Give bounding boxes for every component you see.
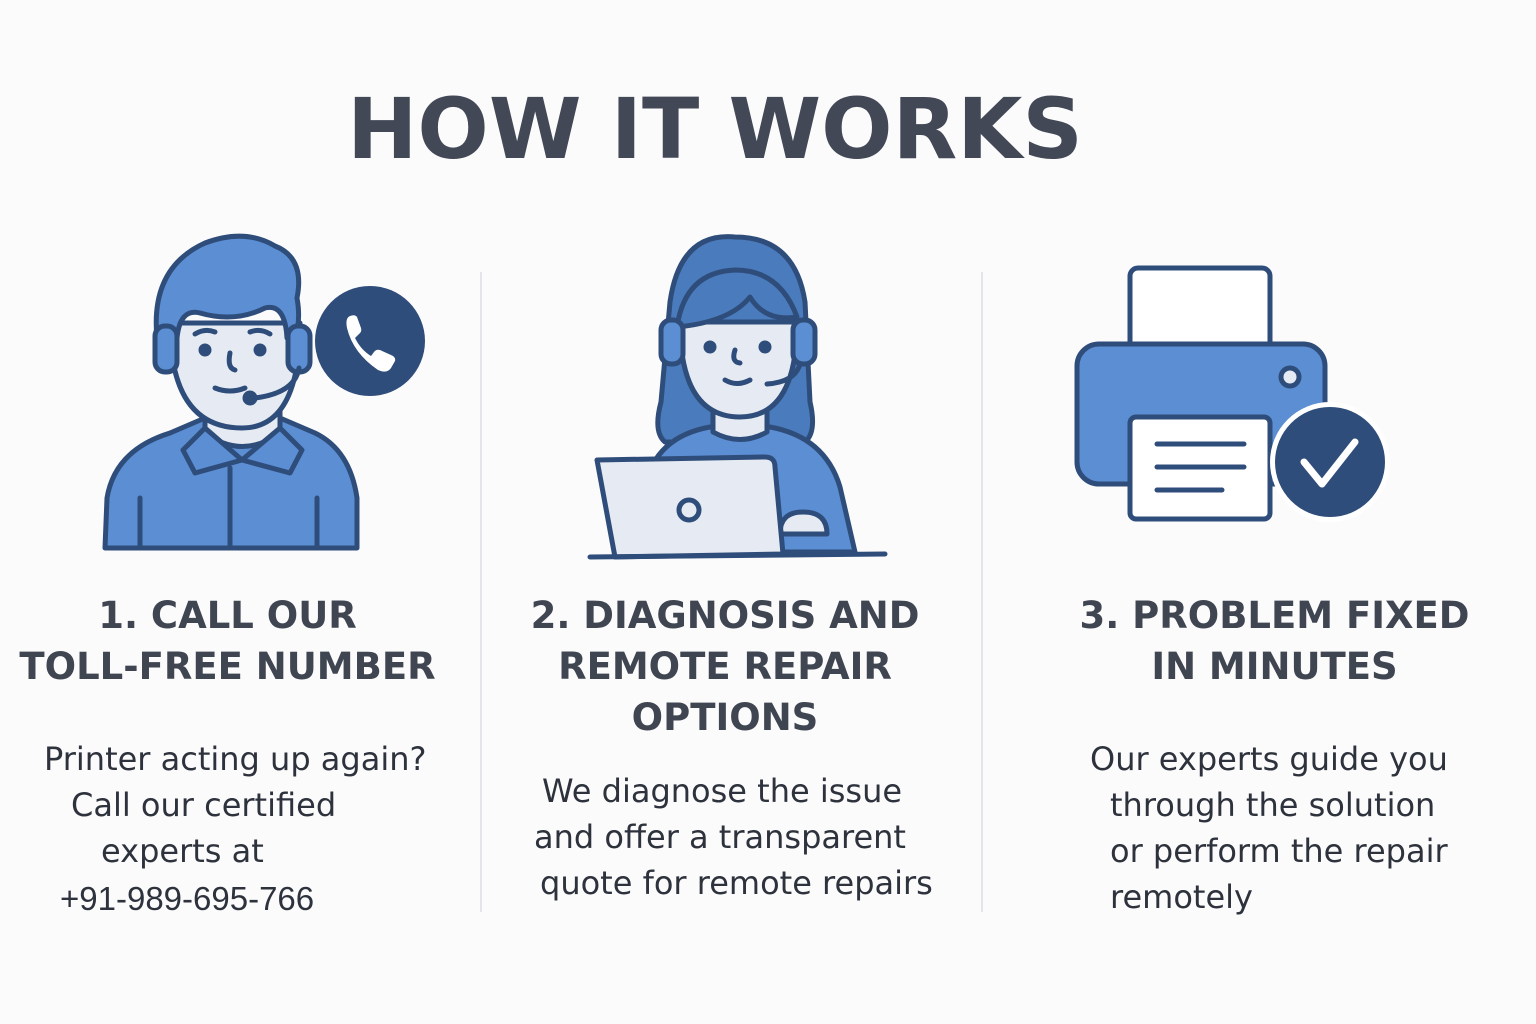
step-1-heading: 1. CALL OUR TOLL-FREE NUMBER — [19, 594, 436, 688]
support-agent-with-phone-icon — [102, 233, 425, 551]
page-title: HOW IT WORKS — [347, 80, 1083, 178]
phone-number[interactable]: +91-989-695-766 — [60, 880, 315, 917]
column-divider — [981, 272, 983, 912]
step-3-description: Our experts guide you through the soluti… — [1090, 740, 1448, 916]
step-3-heading: 3. PROBLEM FIXED IN MINUTES — [1079, 594, 1470, 688]
technician-at-laptop-icon — [587, 234, 888, 560]
printer-with-checkmark-icon — [1074, 265, 1390, 522]
step-1-description: Printer acting up again? Call our certif… — [44, 740, 427, 870]
step-2-description: We diagnose the issue and offer a transp… — [534, 772, 933, 902]
step-2-heading: 2. DIAGNOSIS AND REMOTE REPAIR OPTIONS — [530, 594, 920, 739]
column-divider — [480, 272, 482, 912]
